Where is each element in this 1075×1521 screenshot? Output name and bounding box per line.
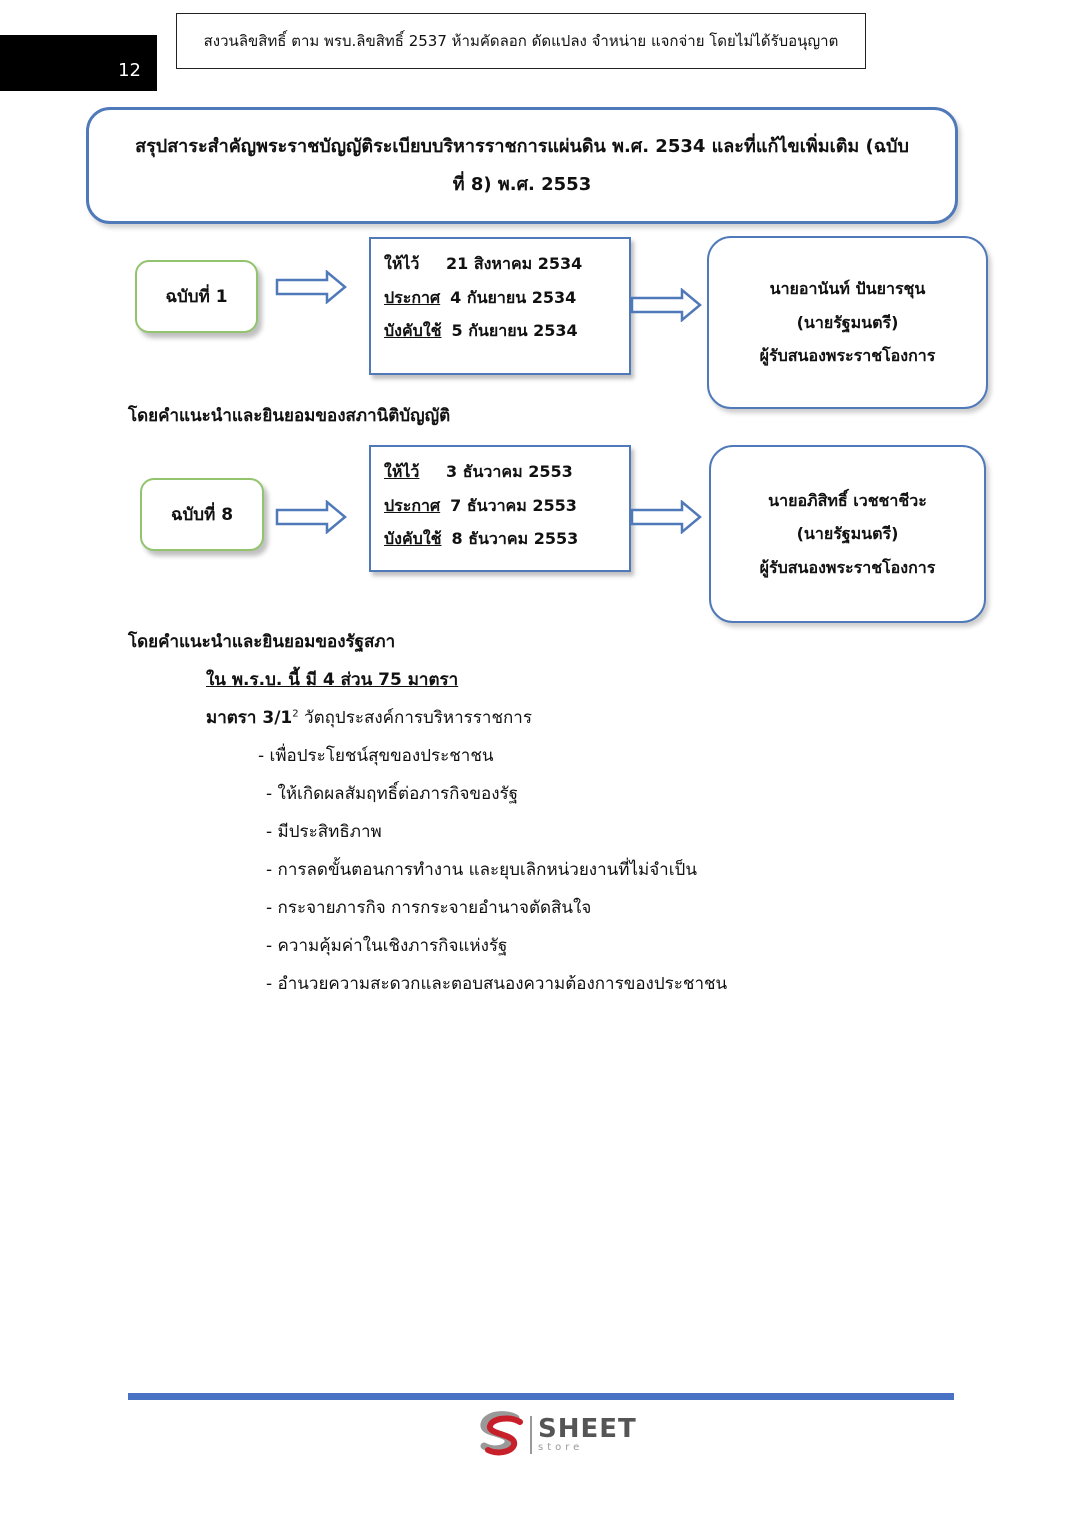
pm-name: นายอภิสิทธิ์ เวชชาชีวะ: [768, 490, 927, 510]
page-number: 12: [0, 35, 157, 91]
edition-8-box: ฉบับที่ 8: [140, 478, 264, 551]
pm-role: ผู้รับสนองพระราชโองการ: [759, 346, 936, 366]
date-row-given: ให้ไว้3 ธันวาคม 2553: [384, 462, 573, 481]
footnote-mark: 2: [292, 708, 299, 720]
edition-8-pm-box: นายอภิสิทธิ์ เวชชาชีวะ (นายรัฐมนตรี) ผู้…: [709, 445, 986, 623]
structure-summary: ใน พ.ร.บ. นี้ มี 4 ส่วน 75 มาตรา: [206, 670, 459, 690]
bullet-item: - มีประสิทธิภาพ: [266, 822, 382, 842]
footer-rule: [128, 1393, 954, 1400]
arrow-right-icon: [630, 288, 702, 322]
section-text: วัตถุประสงค์การบริหารราชการ: [298, 708, 532, 728]
sheet-store-logo-icon: [480, 1411, 523, 1456]
title-box: สรุปสาระสำคัญพระราชบัญญัติระเบียบบริหารร…: [86, 107, 958, 224]
date-row-enforced: บังคับใช้5 กันยายน 2534: [384, 321, 578, 340]
edition-8-caption: โดยคำแนะนำและยินยอมของรัฐสภา: [128, 632, 396, 652]
edition-8-label: ฉบับที่ 8: [170, 505, 234, 525]
edition-1-label: ฉบับที่ 1: [165, 287, 228, 307]
pm-title: (นายรัฐมนตรี): [796, 524, 899, 544]
arrow-right-icon: [630, 500, 702, 534]
date-row-given: ให้ไว้21 สิงหาคม 2534: [384, 254, 583, 273]
arrow-right-icon: [275, 270, 347, 304]
logo-text-sheet: SHEET: [538, 1414, 637, 1444]
pm-title: (นายรัฐมนตรี): [796, 312, 899, 332]
bullet-item: - ความคุ้มค่าในเชิงภารกิจแห่งรัฐ: [266, 936, 508, 956]
bullet-item: - ให้เกิดผลสัมฤทธิ์ต่อภารกิจของรัฐ: [266, 784, 519, 804]
section-heading: มาตรา 3/12 วัตถุประสงค์การบริหารราชการ: [206, 704, 532, 731]
section-label: มาตรา 3/1: [206, 708, 293, 728]
pm-name: นายอานันท์ ปันยารชุน: [769, 279, 926, 299]
edition-1-pm-box: นายอานันท์ ปันยารชุน (นายรัฐมนตรี) ผู้รั…: [707, 236, 988, 409]
logo-divider: [530, 1416, 532, 1454]
title-line-2: ที่ 8) พ.ศ. 2553: [452, 174, 592, 195]
copyright-notice: สงวนลิขสิทธิ์ ตาม พรบ.ลิขสิทธิ์ 2537 ห้า…: [176, 13, 866, 69]
bullet-item: - กระจายภารกิจ การกระจายอำนาจตัดสินใจ: [266, 898, 592, 918]
date-row-enforced: บังคับใช้8 ธันวาคม 2553: [384, 529, 579, 548]
bullet-item: - การลดขั้นตอนการทำงาน และยุบเลิกหน่วยงา…: [266, 860, 697, 880]
arrow-right-icon: [275, 500, 347, 534]
logo-text-store: store: [538, 1442, 584, 1453]
bullet-item: - เพื่อประโยชน์สุขของประชาชน: [258, 746, 494, 766]
bullet-item: - อำนวยความสะดวกและตอบสนองความต้องการของ…: [266, 974, 728, 994]
title-line-1: สรุปสาระสำคัญพระราชบัญญัติระเบียบบริหารร…: [135, 136, 909, 157]
pm-role: ผู้รับสนองพระราชโองการ: [759, 557, 936, 577]
edition-1-caption: โดยคำแนะนำและยินยอมของสภานิติบัญญัติ: [128, 406, 451, 426]
edition-1-box: ฉบับที่ 1: [135, 260, 258, 333]
